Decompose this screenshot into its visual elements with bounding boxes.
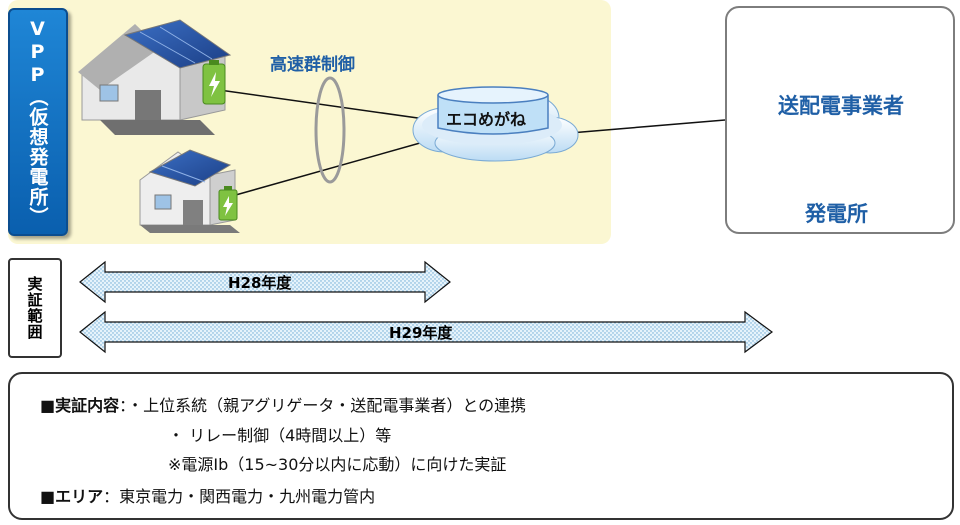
cloud-label: エコめがね bbox=[446, 110, 527, 129]
battery-small-icon bbox=[218, 186, 238, 221]
arrow-h28-label: H28年度 bbox=[228, 274, 292, 292]
area-row: ■エリア：東京電力・関西電力・九州電力管内 bbox=[40, 483, 375, 507]
details-box bbox=[8, 372, 954, 520]
power-plant-label: 発電所 bbox=[805, 202, 868, 226]
group-control-label: 高速群制御 bbox=[270, 55, 355, 75]
tso-label: 送配電事業者 bbox=[778, 94, 904, 118]
house-small-icon bbox=[139, 149, 240, 233]
content-line-1: ・上位系統（親アグリゲータ・送配電事業者）との連携 bbox=[127, 396, 527, 415]
arrow-h28 bbox=[79, 260, 451, 304]
arrow-h29 bbox=[79, 310, 774, 354]
content-line-2: ・ リレー制御（4時間以上）等 bbox=[168, 426, 392, 445]
cloud-icon bbox=[412, 86, 579, 162]
battery-icon bbox=[202, 60, 226, 105]
area-text: 東京電力・関西電力・九州電力管内 bbox=[119, 487, 376, 506]
area-separator: ： bbox=[103, 487, 120, 506]
scope-label: 実証範囲 bbox=[8, 258, 62, 358]
content-heading: ■実証内容 bbox=[40, 396, 120, 415]
grid-box bbox=[725, 6, 955, 234]
content-line-3: ※電源Ⅰb（15~30分以内に応動）に向けた実証 bbox=[168, 455, 507, 474]
content-separator: ： bbox=[119, 396, 128, 415]
link-cloud-grid bbox=[569, 119, 726, 134]
group-control-ring-icon bbox=[314, 76, 346, 184]
arrow-h29-label: H29年度 bbox=[389, 324, 453, 342]
area-heading: ■エリア bbox=[40, 487, 104, 506]
content-row: ■実証内容：・上位系統（親アグリゲータ・送配電事業者）との連携 bbox=[40, 392, 526, 416]
vpp-label: VPP（仮想発電所） bbox=[8, 8, 68, 236]
